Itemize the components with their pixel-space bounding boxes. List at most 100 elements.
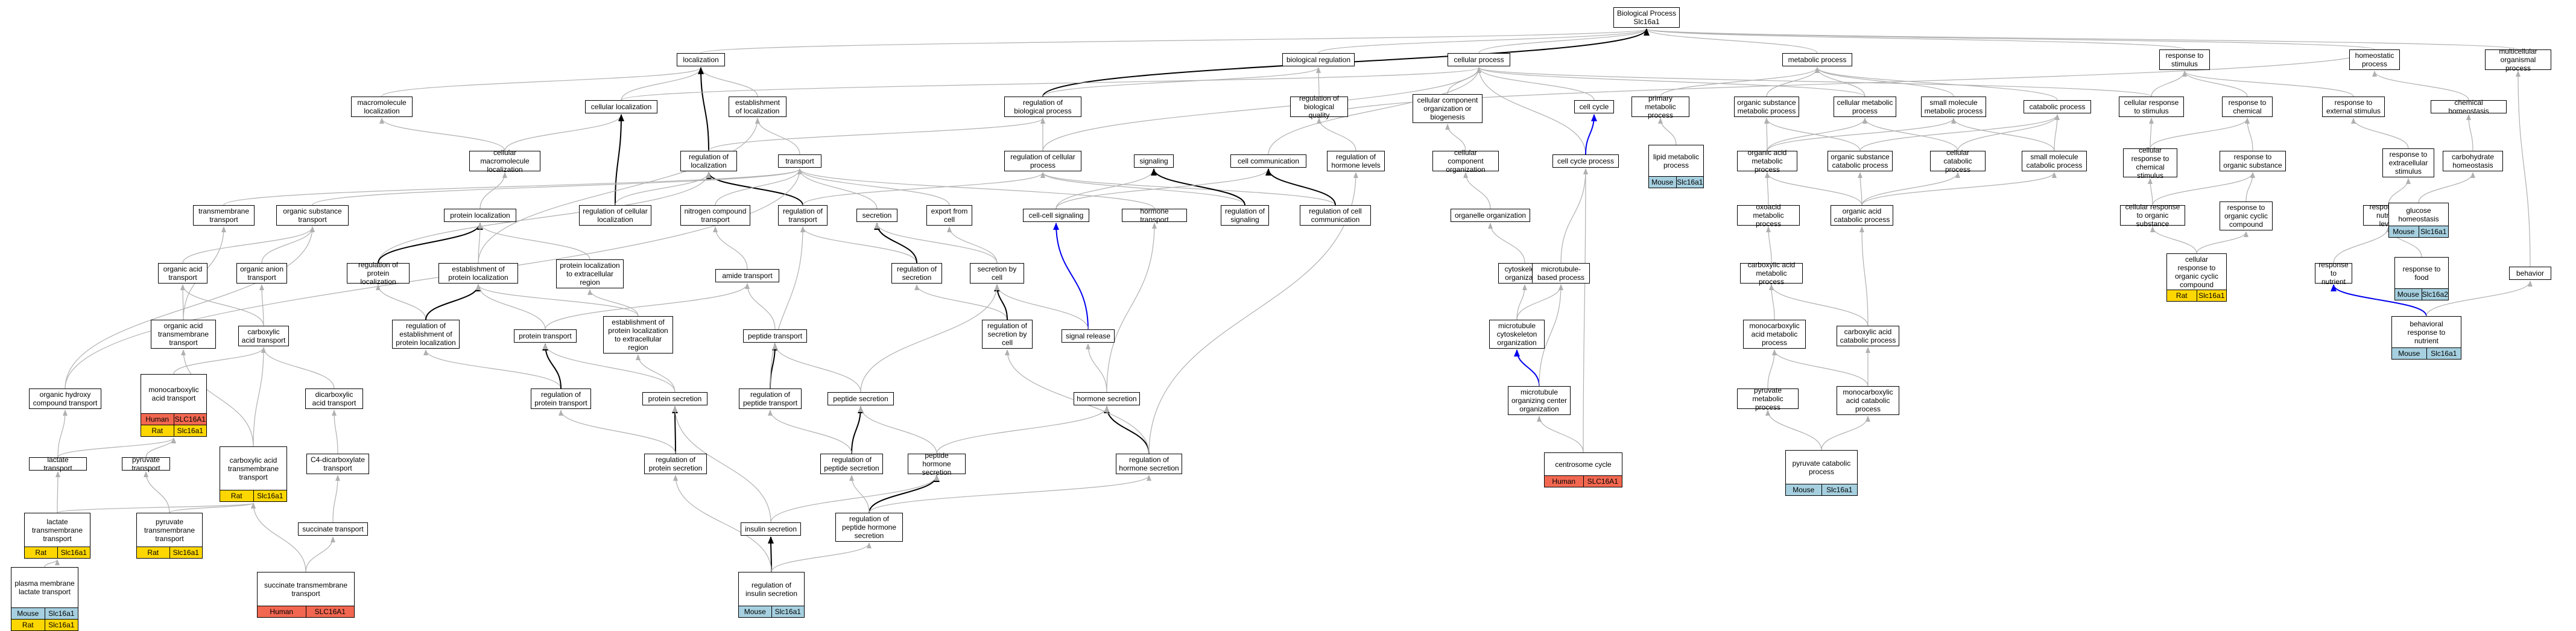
go-term-metp[interactable]: metabolic process (1782, 53, 1852, 66)
go-term-cellloc[interactable]: cellular localization (585, 100, 657, 113)
go-term-regsec[interactable]: regulation of secretion (891, 263, 942, 284)
go-term-regloc[interactable]: regulation of localization (680, 151, 737, 171)
go-term-tmt[interactable]: transmembrane transport (193, 205, 255, 226)
go-term-multi[interactable]: multicellular organismal process (2485, 47, 2551, 72)
go-term-choh[interactable]: carbohydrate homeostasis (2443, 151, 2503, 171)
go-term-regestpl[interactable]: regulation of establishment of protein l… (392, 320, 460, 349)
go-term-regprott[interactable]: regulation of protein transport (531, 388, 591, 409)
go-term-homeo[interactable]: homeostatic process (2349, 49, 2400, 70)
go-term-ost[interactable]: organic substance transport (276, 205, 349, 226)
go-term-macloc[interactable]: macromolecule localization (351, 97, 413, 117)
go-term-oorg[interactable]: organelle organization (1451, 209, 1530, 222)
go-term-behavior[interactable]: behavior (2509, 267, 2551, 280)
go-term-crs[interactable]: cellular response to stimulus (2119, 97, 2184, 117)
go-term-osmp[interactable]: organic substance metabolic process (1734, 97, 1799, 117)
go-term-regsig[interactable]: regulation of signaling (1221, 205, 1269, 226)
go-term-estpl[interactable]: establishment of protein localization (438, 263, 518, 284)
go-term-cmacloc[interactable]: cellular macromolecule localization (469, 148, 540, 174)
go-term-signaling[interactable]: signaling (1134, 154, 1174, 168)
go-term-ohct[interactable]: organic hydroxy compound transport (29, 388, 101, 409)
go-term-prott[interactable]: protein transport (514, 329, 577, 343)
go-term-cacp[interactable]: carboxylic acid catabolic process (1837, 326, 1899, 346)
go-term-smcp[interactable]: small molecule catabolic process (2022, 151, 2087, 171)
go-term-oacp[interactable]: organic acid catabolic process (1831, 205, 1893, 226)
go-term-regpepsec[interactable]: regulation of peptide secretion (820, 454, 883, 474)
go-term-crors[interactable]: cellular response to organic substance (2120, 203, 2185, 228)
go-term-ccob[interactable]: cellular component organization or bioge… (1413, 94, 1483, 123)
go-term-ccatp[interactable]: cellular catabolic process (1930, 148, 1986, 174)
go-term-mcamp[interactable]: monocarboxylic acid metabolic process (1743, 320, 1806, 349)
go-term-sigrel[interactable]: signal release (1062, 329, 1115, 343)
go-term-regbq[interactable]: regulation of biological quality (1290, 94, 1348, 119)
go-term-regcp[interactable]: regulation of cellular process (1004, 151, 1081, 171)
go-term-oat[interactable]: organic acid transport (158, 263, 207, 284)
go-term-mcacp[interactable]: monocarboxylic acid catabolic process (1837, 386, 1899, 415)
go-term-oxmp[interactable]: oxoacid metabolic process (1737, 203, 1800, 228)
go-term-rexs[interactable]: response to extracellular stimulus (2382, 148, 2434, 177)
go-term-protloc[interactable]: protein localization (444, 209, 516, 222)
go-term-regpl[interactable]: regulation of protein localization (347, 261, 410, 286)
go-term-ht[interactable]: hormone transport (1122, 207, 1187, 224)
go-term-cellcomm[interactable]: cell communication (1230, 154, 1306, 168)
go-term-pltoer[interactable]: protein localization to extracellular re… (556, 259, 624, 288)
go-term-mbp[interactable]: microtubule-based process (1532, 263, 1590, 284)
go-term-rn[interactable]: response to nutrient (2315, 261, 2352, 286)
go-term-reghl[interactable]: regulation of hormone levels (1327, 151, 1385, 171)
go-term-amt[interactable]: amide transport (715, 269, 779, 282)
go-term-ccs[interactable]: cell-cell signaling (1023, 209, 1089, 222)
go-term-rext[interactable]: response to external stimulus (2322, 97, 2385, 117)
go-term-catp[interactable]: catabolic process (2024, 100, 2091, 113)
go-term-regtr[interactable]: regulation of transport (778, 205, 828, 226)
go-term-oscp[interactable]: organic substance catabolic process (1828, 151, 1893, 171)
go-term-ccorg[interactable]: cellular component organization (1432, 148, 1499, 174)
go-term-inssec[interactable]: insulin secretion (741, 522, 801, 536)
go-term-phsec[interactable]: peptide hormone secretion (908, 451, 966, 477)
go-term-crchem[interactable]: cellular response to chemical stimulus (2123, 146, 2177, 180)
go-term-smmp[interactable]: small molecule metabolic process (1921, 97, 1986, 117)
go-term-transport[interactable]: transport (778, 154, 821, 168)
go-term-oant[interactable]: organic anion transport (236, 263, 287, 284)
go-term-ros[interactable]: response to organic substance (2220, 151, 2286, 171)
go-term-succt[interactable]: succinate transport (298, 522, 368, 536)
go-term-cat[interactable]: carboxylic acid transport (238, 326, 289, 346)
go-term-hsec[interactable]: hormone secretion (1074, 392, 1140, 405)
go-term-lact[interactable]: lactate transport (29, 455, 87, 472)
go-term-mtoc[interactable]: microtubule organizing center organizati… (1508, 386, 1571, 415)
go-term-oatmt[interactable]: organic acid transmembrane transport (151, 320, 216, 349)
go-term-protsec[interactable]: protein secretion (642, 392, 707, 405)
go-term-dct[interactable]: dicarboxylic acid transport (305, 388, 363, 409)
go-term-cmp[interactable]: cellular metabolic process (1834, 97, 1896, 117)
go-term-roc[interactable]: response to organic cyclic compound (2220, 201, 2273, 230)
go-term-reghsec[interactable]: regulation of hormone secretion (1116, 454, 1182, 474)
go-term-c4dt[interactable]: C4-dicarboxylate transport (306, 454, 369, 474)
go-term-rstim[interactable]: response to stimulus (2159, 49, 2210, 70)
go-term-pepsec[interactable]: peptide secretion (828, 392, 894, 405)
go-term-crocc[interactable]: cellular response to organic cyclic comp… (2166, 253, 2227, 302)
go-term-oamp[interactable]: organic acid metabolic process (1737, 148, 1797, 174)
go-term-bp[interactable]: Biological Process Slc16a1 (1613, 7, 1680, 28)
go-term-estloc[interactable]: establishment of localization (729, 97, 786, 117)
go-term-efc[interactable]: export from cell (926, 205, 972, 226)
go-term-regpept[interactable]: regulation of peptide transport (739, 388, 802, 409)
go-term-regphsec[interactable]: regulation of peptide hormone secretion (835, 513, 903, 542)
go-term-rchem[interactable]: response to chemical (2222, 97, 2273, 117)
go-term-regsecbc[interactable]: regulation of secretion by cell (982, 320, 1033, 349)
go-term-cxmp[interactable]: carboxylic acid metabolic process (1740, 261, 1803, 286)
go-term-loc[interactable]: localization (677, 53, 725, 66)
go-term-pmp2[interactable]: pyruvate metabolic process (1737, 386, 1799, 411)
go-term-ccp[interactable]: cell cycle process (1552, 154, 1619, 168)
go-term-cellp[interactable]: cellular process (1448, 53, 1510, 66)
go-term-regcellloc[interactable]: regulation of cellular localization (579, 205, 651, 226)
go-term-pmp[interactable]: primary metabolic process (1631, 94, 1689, 119)
go-term-nct[interactable]: nitrogen compound transport (680, 205, 750, 226)
